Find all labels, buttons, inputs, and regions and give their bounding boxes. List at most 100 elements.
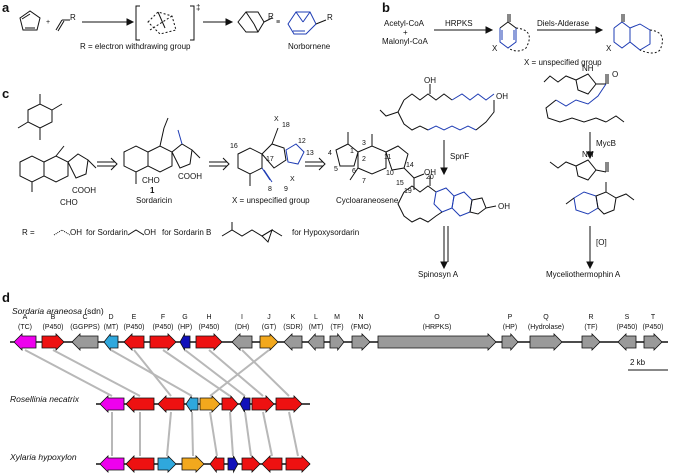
- gene-arrow-homolog-h: [251, 395, 275, 413]
- diels-alderase-arrow: [537, 26, 604, 34]
- gene-letter-t: T: [651, 314, 656, 321]
- homology-link: [191, 411, 194, 457]
- r-option-sordarin-b: for Sordarin B: [162, 228, 212, 237]
- hydroxyl-label: OH: [424, 76, 436, 85]
- r-option-hypoxysordarin: for Hypoxysordarin: [292, 228, 360, 237]
- nh-label: NH: [582, 64, 594, 73]
- hydroxyl-label: OH: [498, 202, 510, 211]
- gene-function-f: (P450): [152, 324, 173, 331]
- gene-letter-m: M: [334, 314, 340, 321]
- homology-link: [209, 411, 218, 457]
- nh-label: NH: [582, 150, 594, 159]
- hrpks-arrow: [434, 26, 494, 34]
- gene-letter-a: A: [23, 314, 28, 321]
- enzyme-diels-alderase: Diels-Alderase: [537, 19, 590, 28]
- atom-number: 8: [268, 186, 272, 193]
- r-label: R: [268, 12, 274, 21]
- gene-function-c: (GGPPS): [70, 324, 100, 331]
- enzyme-spnf: SpnF: [450, 152, 470, 161]
- intermediate-structure: [237, 127, 305, 186]
- hydroxyl-label: OH: [496, 92, 508, 101]
- gene-arrow-homolog-j: [181, 455, 205, 473]
- gene-letter-l: L: [314, 314, 318, 321]
- homology-link: [184, 349, 246, 397]
- norbornene-label: Norbornene: [288, 42, 331, 51]
- gene-arrow-homolog-g: [239, 394, 251, 414]
- panel-b-label: b: [382, 0, 390, 15]
- gene-arrow-homolog-i: [275, 395, 303, 413]
- gene-arrow-homolog-j: [199, 395, 221, 413]
- polyketide-intermediate: [499, 14, 530, 52]
- atom-number: 3: [362, 140, 366, 147]
- gene-arrow-d: [103, 332, 119, 352]
- r-definition: R = electron withdrawing group: [80, 42, 191, 51]
- gene-letter-q: Q: [543, 314, 549, 321]
- reaction-arrow: [203, 18, 234, 26]
- panel-c-label: c: [2, 86, 10, 101]
- gene-arrow-homolog-e: [209, 454, 225, 474]
- gene-function-k: (SDR): [283, 324, 302, 331]
- atom-number: 2: [362, 156, 366, 163]
- atom-number: 20: [426, 174, 434, 181]
- compound-number: 1: [150, 186, 155, 195]
- gene-arrow-p: [501, 332, 519, 352]
- transition-state-structure: [135, 5, 195, 41]
- r-group-sordarin: [53, 229, 71, 236]
- atom-number: 14: [406, 162, 414, 169]
- cho-label: CHO: [60, 198, 78, 207]
- gene-letter-j: J: [267, 314, 271, 321]
- atom-number: 9: [284, 186, 288, 193]
- homology-link: [229, 411, 234, 457]
- cluster-code: (sdn): [84, 306, 104, 316]
- r-group-sordarin-b: [127, 229, 145, 236]
- x-label: X: [274, 116, 279, 123]
- substrate-malonyl-coa: Malonyl-CoA: [382, 37, 428, 46]
- hydroxyl-label: OH: [70, 228, 82, 237]
- scale-bar-label: 2 kb: [630, 358, 646, 367]
- atom-number: 13: [306, 150, 314, 157]
- gene-arrow-homolog-a: [99, 455, 125, 473]
- atom-number: 17: [266, 156, 274, 163]
- gene-arrow-homolog-d: [157, 455, 177, 473]
- gene-arrow-homolog-b: [125, 455, 155, 473]
- organism-name: Sordaria araneosa: [12, 306, 82, 316]
- atom-number: 10: [386, 170, 394, 177]
- panel-a-label: a: [2, 0, 10, 15]
- gene-function-t: (P450): [642, 324, 663, 331]
- gene-function-e: (P450): [123, 324, 144, 331]
- plus-sign: +: [403, 28, 408, 37]
- gene-arrow-n: [351, 333, 371, 351]
- homology-link: [262, 411, 273, 457]
- spnf-arrow: [440, 140, 448, 176]
- gene-arrow-k: [283, 333, 303, 351]
- x-definition: X = unspecified group: [524, 58, 602, 67]
- enzyme-mycb: MycB: [596, 139, 616, 148]
- gene-letter-i: I: [241, 314, 243, 321]
- gene-function-a: (TC): [18, 324, 32, 331]
- gene-function-s: (P450): [616, 324, 637, 331]
- gene-cluster-diagram: A(TC)B(P450)C(GGPPS)D(MT)E(P450)F(P450)G…: [10, 314, 668, 474]
- gene-arrow-r: [581, 333, 601, 351]
- gene-arrow-q: [529, 333, 563, 351]
- gene-arrow-homolog-b: [125, 395, 155, 413]
- gene-letter-f: F: [161, 314, 165, 321]
- atom-number: 18: [282, 122, 290, 129]
- gene-letter-g: G: [182, 314, 187, 321]
- gene-function-b: (P450): [42, 324, 63, 331]
- gene-arrow-homolog-g: [227, 454, 239, 474]
- atom-number: 12: [298, 138, 306, 145]
- homology-link: [208, 349, 264, 397]
- substrate-acetyl-coa: Acetyl-CoA: [384, 19, 425, 28]
- gene-arrow-homolog-d: [185, 394, 199, 414]
- svg-text:≡: ≡: [276, 19, 280, 26]
- x-definition: X = unspecified group: [232, 196, 310, 205]
- gene-arrow-s: [617, 333, 637, 351]
- homology-link: [24, 349, 113, 397]
- gene-function-d: (MT): [104, 324, 119, 331]
- gene-arrow-l: [307, 332, 325, 352]
- gene-function-i: (DH): [235, 324, 250, 331]
- x-label: X: [606, 44, 612, 53]
- oxidation-label: [O]: [596, 238, 607, 247]
- r-group-hypoxysordarin: [221, 222, 283, 243]
- sordaricin-structure: [123, 117, 201, 184]
